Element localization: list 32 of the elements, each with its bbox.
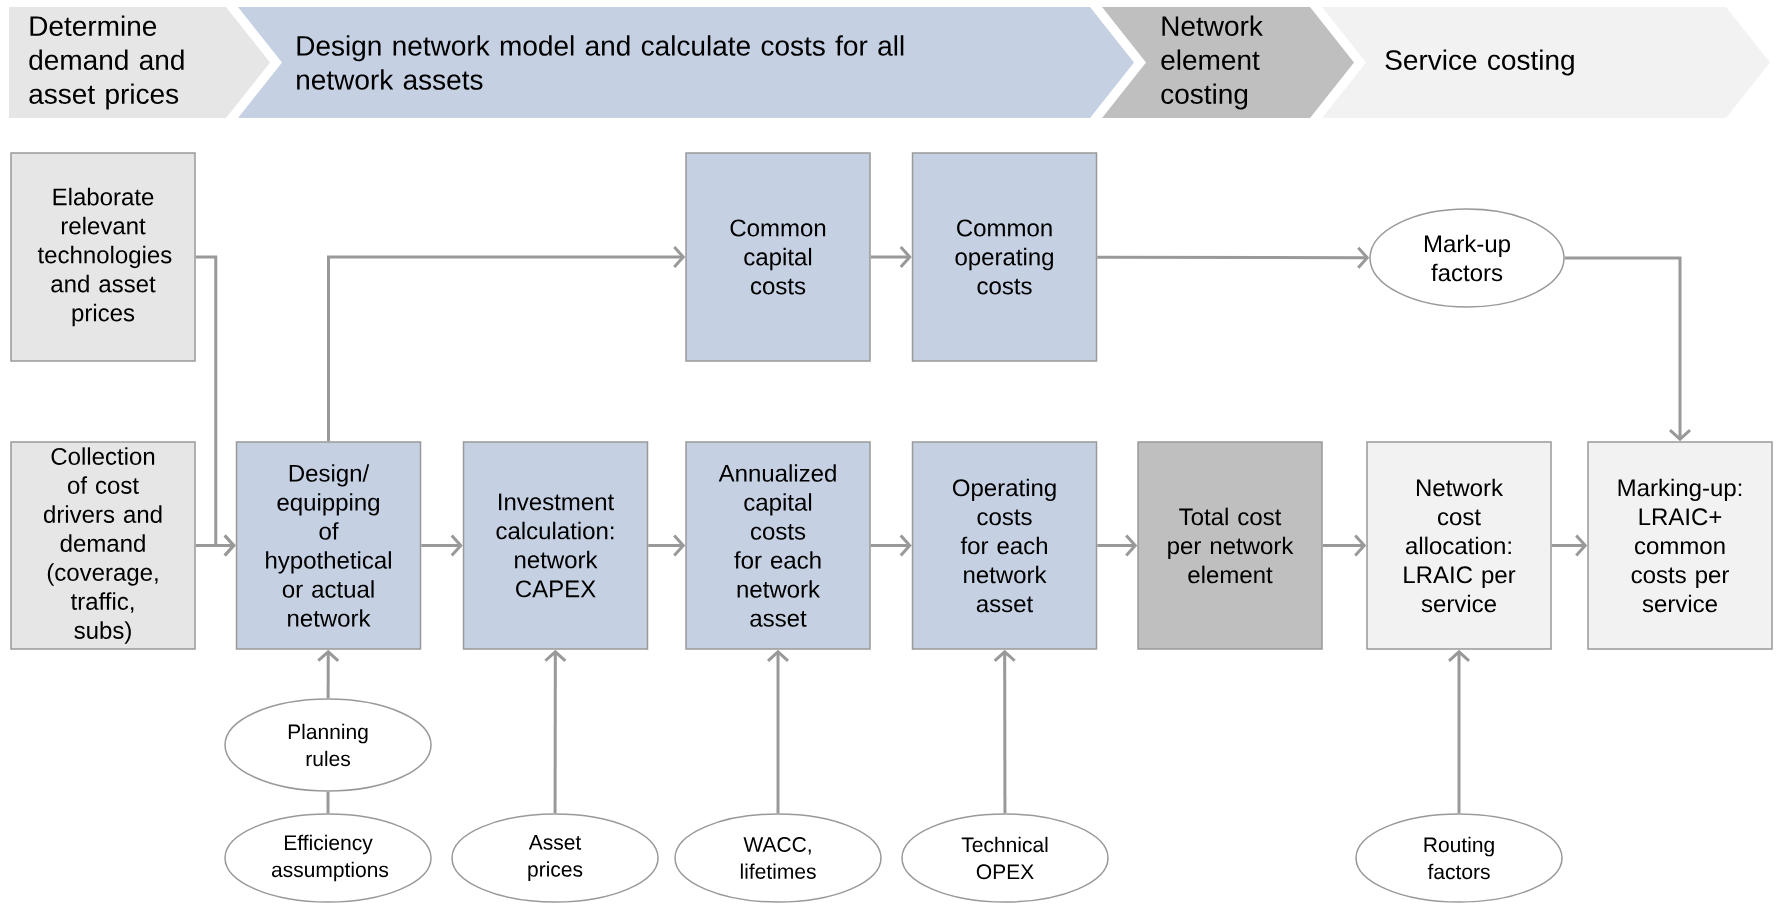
process-box: Common capital costs bbox=[685, 152, 871, 362]
arrow bbox=[1448, 649, 1470, 814]
arrow bbox=[767, 649, 789, 814]
arrow bbox=[993, 649, 1016, 814]
phase-banner: Determine demand and asset prices bbox=[9, 7, 270, 118]
arrow bbox=[1322, 534, 1367, 557]
process-box: Operating costs for each network asset bbox=[911, 441, 1098, 650]
arrow bbox=[195, 534, 236, 557]
arrow bbox=[648, 534, 686, 557]
process-box: Common operating costs bbox=[911, 152, 1098, 362]
process-box: Annualized capital costs for each network asset bbox=[685, 441, 871, 650]
process-box: Network cost allocation: LRAIC per service bbox=[1366, 441, 1552, 650]
connector-line bbox=[326, 791, 330, 814]
arrow bbox=[421, 534, 463, 557]
process-box: Collection of cost drivers and demand (coverage, traffic, subs) bbox=[10, 441, 196, 650]
arrow bbox=[1097, 534, 1138, 557]
arrow bbox=[870, 534, 912, 557]
phase-banner: Service costing bbox=[1322, 7, 1770, 118]
process-box: Design/ equipping of hypothetical or actual network bbox=[235, 441, 422, 650]
arrow bbox=[544, 649, 567, 814]
arrow bbox=[317, 649, 340, 699]
arrow bbox=[1564, 256, 1691, 442]
arrow bbox=[1551, 534, 1588, 557]
arrow bbox=[327, 246, 686, 442]
process-box: Investment calculation: network CAPEX bbox=[462, 441, 649, 650]
process-box: Elaborate relevant technologies and asset prices bbox=[10, 152, 196, 362]
arrow bbox=[870, 246, 912, 268]
process-box: Marking-up: LRAIC+ common costs per service bbox=[1587, 441, 1773, 650]
process-box: Total cost per network element bbox=[1137, 441, 1323, 650]
phase-banner: Network element costing bbox=[1102, 7, 1354, 118]
phase-banner: Design network model and calculate costs for all network assets bbox=[238, 7, 1134, 118]
arrow bbox=[1097, 246, 1370, 269]
